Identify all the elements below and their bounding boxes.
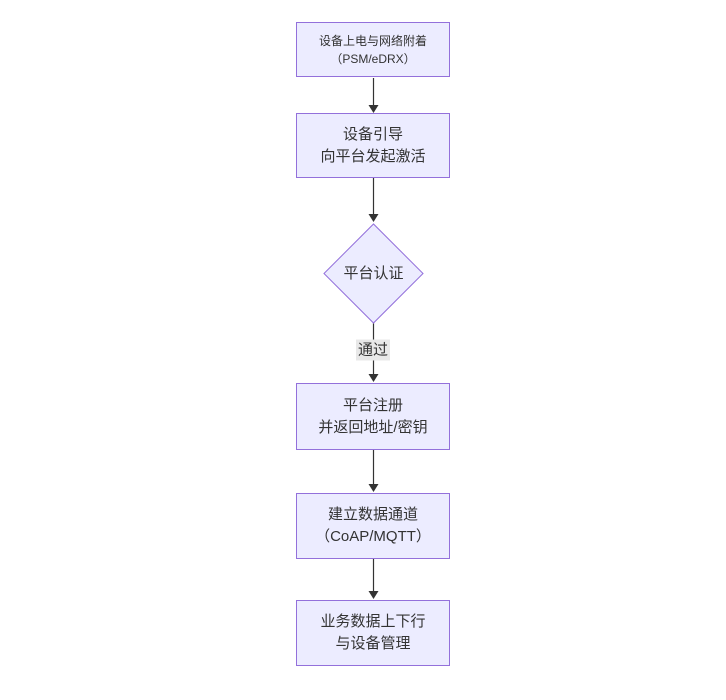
node-label-line: 平台注册	[342, 396, 403, 414]
node-label-line: 建立数据通道	[327, 506, 418, 523]
node-data-channel: 建立数据通道 （CoAP/MQTT）	[296, 493, 450, 559]
node-label-line: 设备引导	[342, 125, 403, 143]
node-power-attach: 设备上电与网络附着 （PSM/eDRX）	[296, 22, 450, 77]
arrow-channel-to-business	[368, 559, 379, 599]
arrow-power-to-bootstrap	[368, 78, 379, 113]
node-label-line: （CoAP/MQTT）	[315, 528, 431, 545]
node-label-line: （PSM/eDRX）	[330, 51, 416, 66]
arrow-register-to-channel	[368, 450, 379, 492]
node-business: 业务数据上下行 与设备管理	[296, 600, 450, 666]
node-label-line: 业务数据上下行	[320, 613, 426, 630]
node-label-line: 向平台发起激活	[320, 147, 426, 165]
node-bootstrap: 设备引导 向平台发起激活	[296, 113, 450, 178]
arrow-bootstrap-to-auth	[368, 178, 379, 222]
node-label-line: 设备上电与网络附着	[318, 33, 427, 48]
edge-label-pass: 通过	[355, 339, 391, 361]
node-register: 平台注册 并返回地址/密钥	[296, 383, 450, 450]
node-platform-auth-label: 平台认证	[343, 265, 404, 282]
node-label-line: 与设备管理	[335, 635, 411, 652]
node-label-line: 并返回地址/密钥	[318, 418, 428, 436]
